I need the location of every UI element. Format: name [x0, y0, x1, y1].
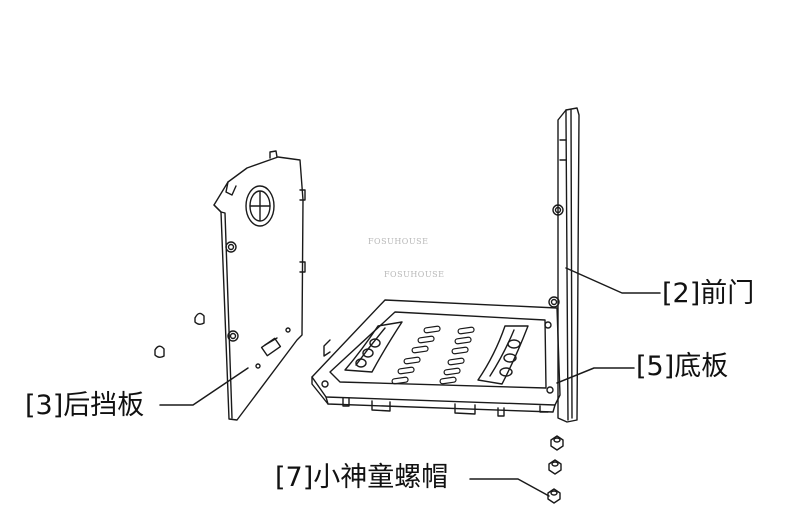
leader-lines: [159, 267, 661, 497]
label-small-nut: [7]小神童螺帽: [275, 462, 449, 493]
label-front-door: [2]前门: [662, 278, 755, 309]
watermark-text-2: FOSUHOUSE: [384, 270, 445, 279]
small-nuts-part: [547, 435, 564, 504]
label-base-plate: [5]底板: [636, 351, 729, 382]
label-back-baffle: [3]后挡板: [25, 390, 145, 421]
watermark-text-1: FOSUHOUSE: [368, 237, 429, 246]
back-baffle-part: [154, 150, 306, 421]
base-plate-part: [311, 299, 561, 417]
front-door-part: [548, 107, 580, 423]
